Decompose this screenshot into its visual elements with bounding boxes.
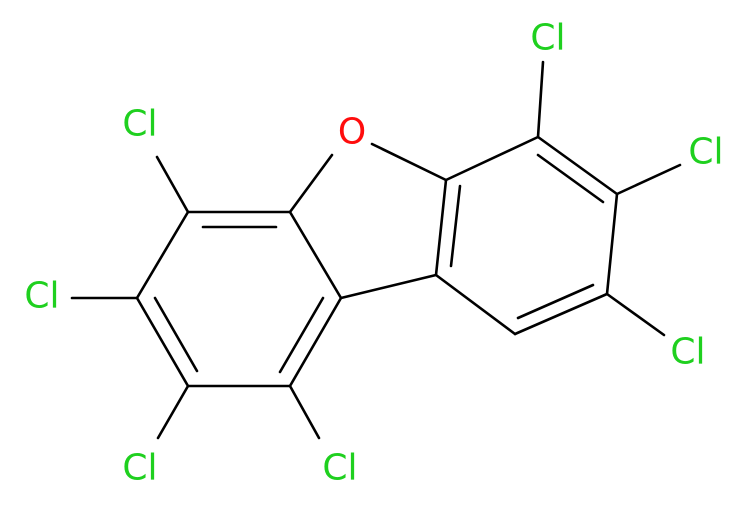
atom-chlorine-c2: Cl xyxy=(122,448,157,489)
bond-c7-cl xyxy=(605,292,666,337)
bond-c2-c3-inner xyxy=(153,296,199,373)
atom-chlorine-c8: Cl xyxy=(670,332,705,373)
bond-c6-c7 xyxy=(605,192,619,296)
bond-c9b-c1 xyxy=(288,296,343,388)
bond-c9b-c1-inner xyxy=(278,296,325,374)
bonds xyxy=(70,60,682,440)
atom-chlorine-c1: Cl xyxy=(322,448,357,489)
bond-c5-cl xyxy=(536,60,545,139)
atom-oxygen: O xyxy=(338,112,366,153)
atom-chlorine-c4: Cl xyxy=(122,104,157,145)
bond-c5-c6 xyxy=(536,135,619,196)
bond-c5a-c5 xyxy=(444,135,540,182)
bond-c2-cl xyxy=(156,384,190,440)
bond-c4a-o xyxy=(288,153,334,214)
atom-chlorine-c3: Cl xyxy=(24,276,59,317)
atom-chlorine-c6: Cl xyxy=(530,18,565,59)
bond-c8-c9a xyxy=(434,273,517,336)
bond-c1-cl xyxy=(288,384,321,440)
bond-o-c5a xyxy=(370,142,448,182)
bond-c5-c6-inner xyxy=(536,153,605,204)
bond-c9a-c5a-inner xyxy=(449,184,462,268)
bond-c2-c3 xyxy=(135,296,190,388)
bond-c4a-c9b xyxy=(288,210,343,300)
bond-c9a-c5a xyxy=(434,178,448,277)
bond-c3-c4 xyxy=(135,210,190,300)
atom-chlorine-c7: Cl xyxy=(688,132,723,173)
bond-c4-cl xyxy=(155,155,190,214)
bond-c7-c8-inner xyxy=(516,283,595,320)
bond-c9b-c9a xyxy=(339,273,438,300)
bond-c7-c8 xyxy=(513,292,609,336)
bond-c6-cl xyxy=(615,163,682,196)
atom-labels: O Cl Cl Cl Cl Cl Cl Cl xyxy=(24,18,723,489)
